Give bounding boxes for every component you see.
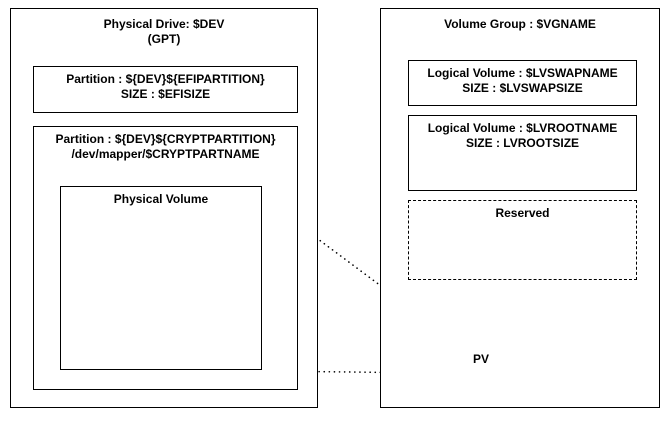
lv-swap-box: Logical Volume : $LVSWAPNAME SIZE : $LVS… [408, 60, 637, 106]
reserved-label: Reserved [495, 206, 550, 220]
crypt-partition-line2: /dev/mapper/$CRYPTPARTNAME [71, 147, 260, 161]
physical-drive-title: Physical Drive: $DEV [103, 17, 225, 31]
physical-volume-label: Physical Volume [113, 192, 209, 206]
crypt-partition-line1: Partition : ${DEV}${CRYPTPARTITION} [55, 132, 276, 146]
efi-partition-line2: SIZE : $EFISIZE [120, 87, 211, 101]
efi-partition-line1: Partition : ${DEV}${EFIPARTITION} [66, 72, 265, 86]
lv-root-line1: Logical Volume : $LVROOTNAME [427, 121, 618, 135]
reserved-box: Reserved [408, 200, 637, 280]
lv-swap-line1: Logical Volume : $LVSWAPNAME [427, 66, 618, 80]
lv-swap-line2: SIZE : $LVSWAPSIZE [462, 81, 583, 95]
efi-partition-box: Partition : ${DEV}${EFIPARTITION} SIZE :… [33, 66, 298, 113]
pv-cylinder-label: PV [472, 352, 489, 366]
physical-drive-subtitle: (GPT) [147, 32, 181, 46]
volume-group-title: Volume Group : $VGNAME [444, 17, 596, 31]
physical-volume-box: Physical Volume [60, 186, 262, 370]
lv-root-line2: SIZE : LVROOTSIZE [465, 136, 580, 150]
lv-root-box: Logical Volume : $LVROOTNAME SIZE : LVRO… [408, 115, 637, 191]
